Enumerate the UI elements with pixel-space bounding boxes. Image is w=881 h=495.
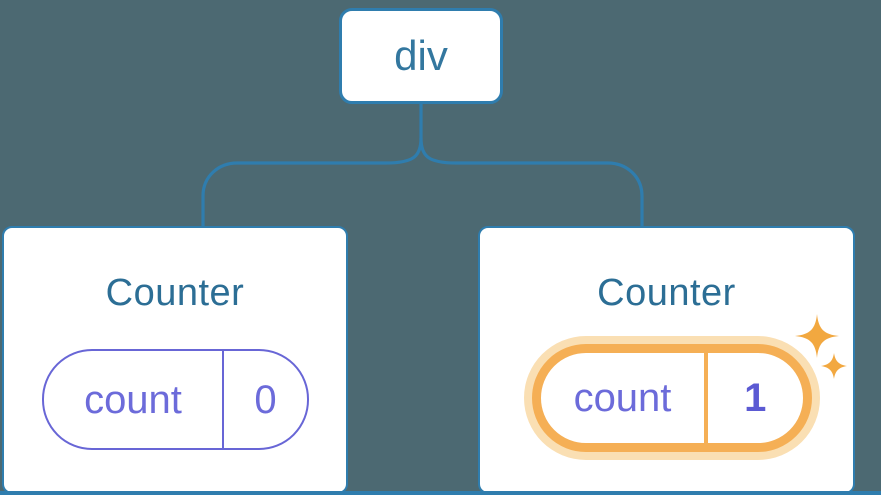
state-pill: count 0 <box>42 349 309 450</box>
component-title: Counter <box>597 272 736 314</box>
root-node-label: div <box>394 32 448 79</box>
counter-card-right: Counter count 1 <box>478 226 855 494</box>
bottom-edge-line <box>0 491 881 495</box>
connector-left-branch <box>201 104 423 227</box>
state-value: 0 <box>254 377 277 422</box>
state-key-label: count <box>573 376 672 420</box>
connector-right-branch <box>419 137 644 227</box>
state-key-label: count <box>84 377 182 422</box>
state-value: 1 <box>744 376 767 420</box>
counter-card-left: Counter count 0 <box>2 226 348 494</box>
state-pill-divider <box>222 351 224 448</box>
state-pill-highlighted: count 1 <box>532 344 812 452</box>
root-node-div: div <box>339 8 503 104</box>
component-title: Counter <box>105 272 245 314</box>
state-pill-divider <box>704 353 708 443</box>
